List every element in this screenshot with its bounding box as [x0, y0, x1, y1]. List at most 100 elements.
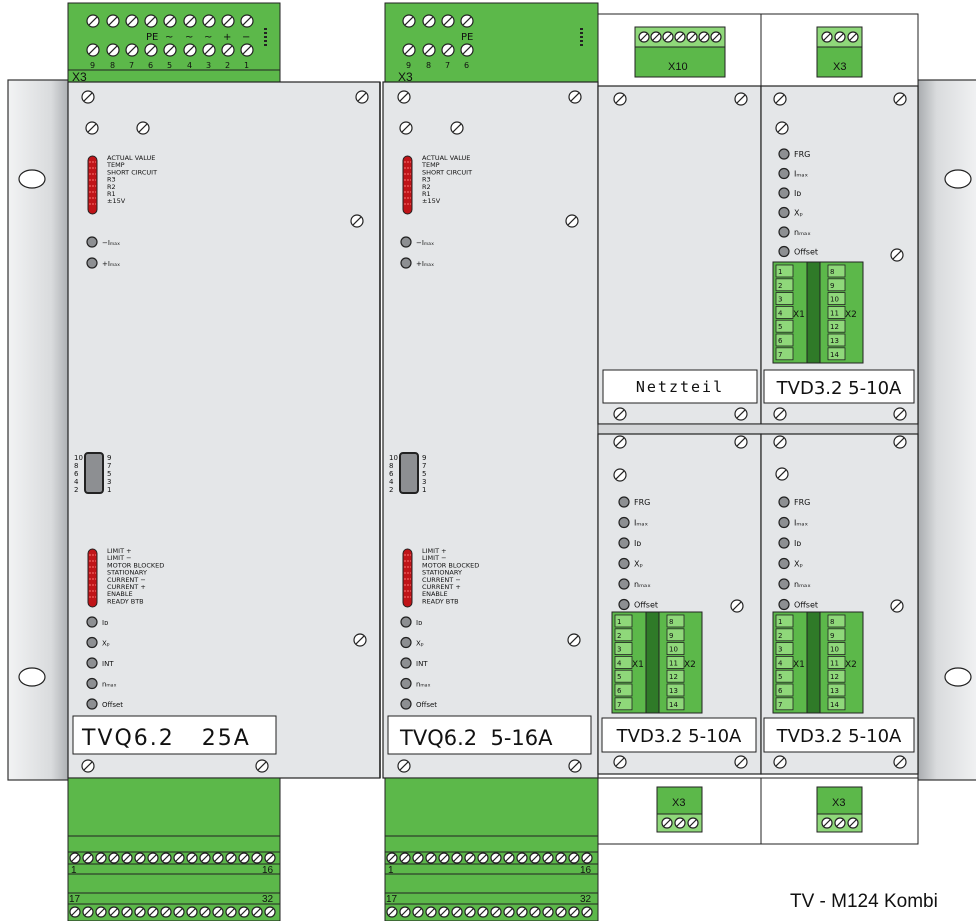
terminal-symbol: +	[223, 32, 231, 43]
status-label: R2	[422, 183, 431, 191]
screw-icon	[451, 852, 463, 864]
diagram-caption: TV - M124 Kombi	[790, 891, 938, 912]
switch-pin-label: 3	[422, 478, 426, 486]
screw-icon	[555, 852, 567, 864]
terminal-number: 1	[244, 61, 249, 70]
switch-pin-label: 7	[107, 462, 111, 470]
tvd-bottom-right-name-plate: TVD3.2 5-10A	[763, 717, 915, 753]
status-label: SHORT CIRCUIT	[422, 168, 472, 176]
screw-icon	[613, 468, 627, 482]
terminal-number: 12	[669, 673, 678, 681]
switch-pin-label: 1	[107, 486, 111, 494]
status-label: ±15V	[422, 197, 441, 205]
screw-icon	[662, 31, 674, 43]
led-label: Offset	[416, 701, 437, 709]
led-label: nₘₐₓ	[794, 580, 811, 589]
terminal-number: 11	[830, 309, 839, 317]
led-label: −Iₘₐₓ	[416, 239, 434, 247]
screw-icon	[893, 435, 907, 449]
tvq2-name-plate: TVQ6.2 5-16A	[387, 715, 592, 755]
status-label: CURRENT −	[422, 576, 461, 584]
x10-label: X10	[668, 61, 688, 73]
led-label: Iᴅ	[794, 189, 801, 198]
screw-icon	[221, 14, 235, 28]
screw-icon	[613, 407, 627, 421]
screw-icon	[464, 852, 476, 864]
mounting-hole-icon	[944, 667, 972, 687]
tvq1-name: TVQ6.2 25A	[81, 726, 251, 751]
screw-icon	[251, 852, 263, 864]
screw-icon	[397, 759, 411, 773]
switch-pin-label: 10	[389, 454, 398, 462]
led-icon	[618, 496, 630, 508]
screw-icon	[477, 852, 489, 864]
led-icon	[778, 578, 790, 590]
tvq1-pin-16: 16	[262, 865, 274, 876]
screw-icon	[163, 14, 177, 28]
netzteil-name: Netzteil	[636, 378, 724, 396]
switch-pin-label: 2	[389, 486, 393, 494]
terminal-number: 9	[406, 61, 411, 70]
screw-icon	[542, 852, 554, 864]
terminal-number: 11	[669, 659, 678, 667]
screw-icon	[775, 467, 789, 481]
terminal-number: 2	[778, 282, 782, 290]
netzteil-name-plate: Netzteil	[602, 369, 758, 404]
screw-icon	[686, 31, 698, 43]
led-label: nₘₐₓ	[794, 228, 811, 237]
left-rail	[7, 79, 71, 781]
screw-icon	[490, 906, 502, 918]
screw-icon	[568, 90, 582, 104]
screw-icon	[81, 90, 95, 104]
screw-icon	[834, 817, 846, 829]
led-icon	[778, 537, 790, 549]
terminal-number: 5	[167, 61, 172, 70]
led-label: Iₘₐₓ	[794, 170, 808, 179]
tvd-top-right-name-plate: TVD3.2 5-10A	[763, 369, 915, 404]
terminal-number: 8	[830, 618, 834, 626]
terminal-number: 13	[669, 687, 678, 695]
led-label: FRG	[794, 498, 810, 507]
led-icon	[400, 236, 412, 248]
led-label: Offset	[102, 701, 123, 709]
led-label: Offset	[794, 248, 818, 257]
screw-icon	[613, 755, 627, 769]
terminal-number: 10	[830, 296, 839, 304]
terminal-number: 14	[669, 701, 678, 709]
screw-icon	[183, 43, 197, 57]
screw-icon	[240, 14, 254, 28]
tvd-top-right-name: TVD3.2 5-10A	[776, 378, 902, 399]
tvq1-bottom-terminal: 1 16 17 32	[67, 777, 281, 921]
led-label: Xₚ	[416, 640, 424, 648]
tvq1-name-plate: TVQ6.2 25A	[72, 715, 277, 755]
screw-icon	[238, 906, 250, 918]
screw-icon	[516, 852, 528, 864]
led-icon	[86, 636, 98, 649]
tvd-bottom-left-name-plate: TVD3.2 5-10A	[601, 717, 757, 753]
led-label: Xₚ	[794, 209, 803, 218]
x2-label: X2	[845, 310, 857, 320]
screw-icon	[542, 906, 554, 918]
screw-icon	[412, 852, 424, 864]
led-icon	[400, 677, 412, 690]
led-bar	[402, 155, 413, 215]
screw-icon	[199, 852, 211, 864]
led-icon	[778, 598, 790, 611]
led-label: Xₚ	[794, 560, 803, 569]
status-label: LIMIT +	[107, 547, 132, 555]
screw-icon	[734, 755, 748, 769]
right-rail	[917, 79, 976, 781]
terminal-number: 4	[617, 659, 622, 667]
led-bar	[87, 155, 98, 215]
screw-icon	[464, 906, 476, 918]
screw-icon	[386, 906, 398, 918]
screw-icon	[422, 14, 436, 28]
screw-icon	[687, 817, 699, 829]
terminal-number: 5	[778, 323, 782, 331]
led-icon	[86, 236, 98, 248]
tvq2-x3-label: X3	[398, 70, 413, 84]
screw-icon	[173, 852, 185, 864]
tvd-top-x3-label: X3	[833, 61, 846, 73]
screw-icon	[438, 906, 450, 918]
